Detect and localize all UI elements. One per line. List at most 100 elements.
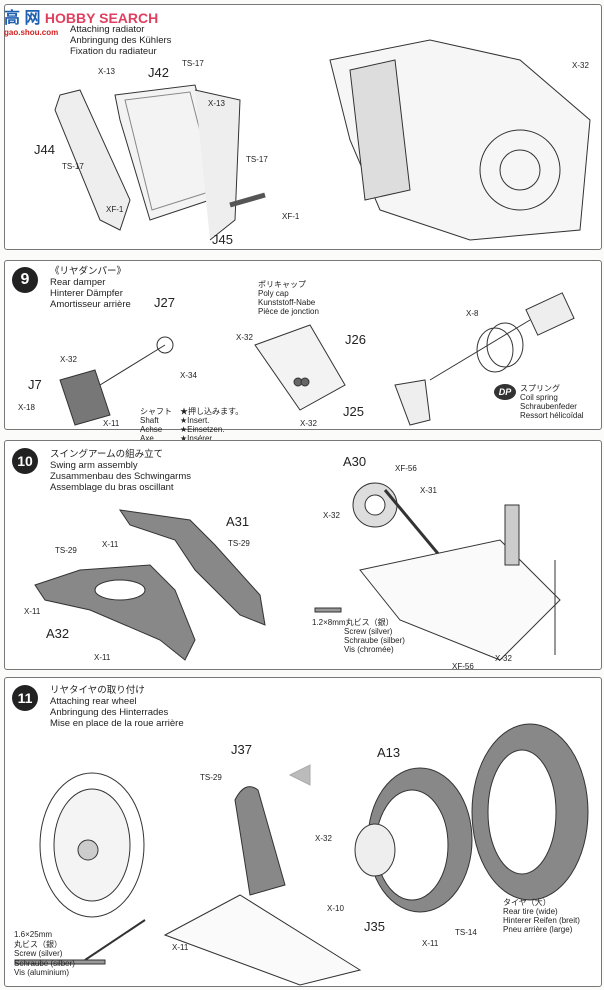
title-de: Hinterer Dämpfer xyxy=(50,288,123,299)
part-label: J27 xyxy=(154,295,175,310)
step-number-badge: 10 xyxy=(12,448,38,474)
part-label: A31 xyxy=(226,514,250,529)
part-label: X-13 xyxy=(98,67,115,76)
title-fr: Fixation du radiateur xyxy=(70,46,157,57)
note-line: Kunststoff-Nabe xyxy=(258,298,316,307)
note-line: ★Einsetzen. xyxy=(180,425,225,434)
title-de: Zusammenbau des Schwingarms xyxy=(50,471,191,482)
note-line: Screw (silver) xyxy=(344,627,393,636)
note-line: Pneu arrière (large) xyxy=(503,925,573,934)
title-jp: 《リヤダンパー》 xyxy=(50,266,127,277)
dp-badge: DP xyxy=(494,384,516,400)
part-label: A32 xyxy=(46,626,70,641)
part-label: TS-17 xyxy=(246,155,268,164)
watermark-cn: 高 网 xyxy=(4,10,41,27)
note-line: ポリキャップ xyxy=(258,280,306,289)
part-label: X-32 xyxy=(572,61,589,70)
watermark-logo: 高 网 HOBBY SEARCH gao.shou.com xyxy=(4,4,158,37)
note-line: Screw (silver) xyxy=(14,949,63,958)
part-label: J42 xyxy=(148,65,169,80)
note-line: Axe xyxy=(140,434,154,443)
part-label: J25 xyxy=(343,404,364,419)
part-label: TS-17 xyxy=(182,59,204,68)
note-line: ★Insert. xyxy=(180,416,210,425)
part-label: X-13 xyxy=(208,99,225,108)
note-line: Rear tire (wide) xyxy=(503,907,558,916)
part-label: J26 xyxy=(345,332,366,347)
title-fr: Assemblage du bras oscillant xyxy=(50,482,174,493)
part-label: X-32 xyxy=(315,834,332,843)
note-line: ★押し込みます。 xyxy=(180,407,244,416)
note-line: Vis (chromée) xyxy=(344,645,394,654)
part-label: X-11 xyxy=(103,419,120,428)
title-en: Attaching radiator xyxy=(70,24,145,35)
part-label: TS-29 xyxy=(200,773,222,782)
part-label: X-11 xyxy=(94,653,111,662)
part-label: J7 xyxy=(28,377,42,392)
part-label: X-31 xyxy=(420,486,437,495)
step-9-title: 《リヤダンパー》 Rear damper Hinterer Dämpfer Am… xyxy=(50,266,131,310)
part-label: TS-29 xyxy=(55,546,77,555)
title-de: Anbringung des Hinterrades xyxy=(50,707,169,718)
note-line: Hinterer Reifen (breit) xyxy=(503,916,580,925)
title-fr: Mise en place de la roue arrière xyxy=(50,718,184,729)
part-label: XF-1 xyxy=(282,212,300,221)
insert-note: ★押し込みます。★Insert.★Einsetzen.★Insérer. xyxy=(180,407,243,443)
tire-note: タイヤ（大）Rear tire (wide)Hinterer Reifen (b… xyxy=(503,898,580,934)
note-line: Coil spring xyxy=(520,393,558,402)
part-label: XF-56 xyxy=(452,662,474,671)
note-line: 1.2×8mm丸ビス（銀） xyxy=(312,618,394,627)
part-label: X-34 xyxy=(180,371,197,380)
part-label: X-32 xyxy=(236,333,253,342)
part-label: A13 xyxy=(377,745,401,760)
step-number-badge: 11 xyxy=(12,685,38,711)
part-label: X-32 xyxy=(60,355,77,364)
screw-note: 1.2×8mm丸ビス（銀） Screw (silver) Schraube (s… xyxy=(312,618,405,654)
note-line: Achse xyxy=(140,425,163,434)
title-en: Attaching rear wheel xyxy=(50,696,137,707)
note-line: Shaft xyxy=(140,416,159,425)
part-label: XF-1 xyxy=(106,205,124,214)
part-label: X-11 xyxy=(24,607,41,616)
part-label: X-8 xyxy=(466,309,479,318)
note-line: Ressort hélicoïdal xyxy=(520,411,584,420)
note-line: シャフト xyxy=(140,407,172,416)
note-line: Schraubenfeder xyxy=(520,402,577,411)
title-en: Swing arm assembly xyxy=(50,460,138,471)
part-label: X-32 xyxy=(300,419,317,428)
note-line: スプリング xyxy=(520,384,560,393)
part-label: A30 xyxy=(343,454,367,469)
part-label: X-18 xyxy=(18,403,35,412)
title-jp: スイングアームの組み立て xyxy=(50,449,164,460)
step-11-title: リヤタイヤの取り付け Attaching rear wheel Anbringu… xyxy=(50,685,184,729)
title-de: Anbringung des Kühlers xyxy=(70,35,172,46)
part-label: J44 xyxy=(34,142,55,157)
note-line: Poly cap xyxy=(258,289,289,298)
part-label: X-32 xyxy=(323,511,340,520)
step-number-badge: 9 xyxy=(12,267,38,293)
part-label: TS-17 xyxy=(62,162,84,171)
part-label: J45 xyxy=(212,232,233,247)
part-label: X-11 xyxy=(422,939,439,948)
note-line: ★Insérer. xyxy=(180,434,214,443)
title-jp: リヤタイヤの取り付け xyxy=(50,685,145,696)
title-fr: Amortisseur arrière xyxy=(50,299,131,310)
note-line: 丸ビス（銀） xyxy=(14,939,62,949)
part-label: TS-14 xyxy=(455,928,477,937)
part-label: J35 xyxy=(364,919,385,934)
watermark-brand: HOBBY SEARCH xyxy=(44,10,159,26)
part-label: TS-29 xyxy=(228,539,250,548)
part-label: J37 xyxy=(231,742,252,757)
part-label: X-10 xyxy=(327,904,344,913)
note-line: Pièce de jonction xyxy=(258,307,319,316)
note-line: Schraube (silber) xyxy=(14,958,75,968)
step-8-title: Attaching radiator Anbringung des Kühler… xyxy=(70,24,171,57)
note-line: 1.6×25mm xyxy=(14,930,53,939)
